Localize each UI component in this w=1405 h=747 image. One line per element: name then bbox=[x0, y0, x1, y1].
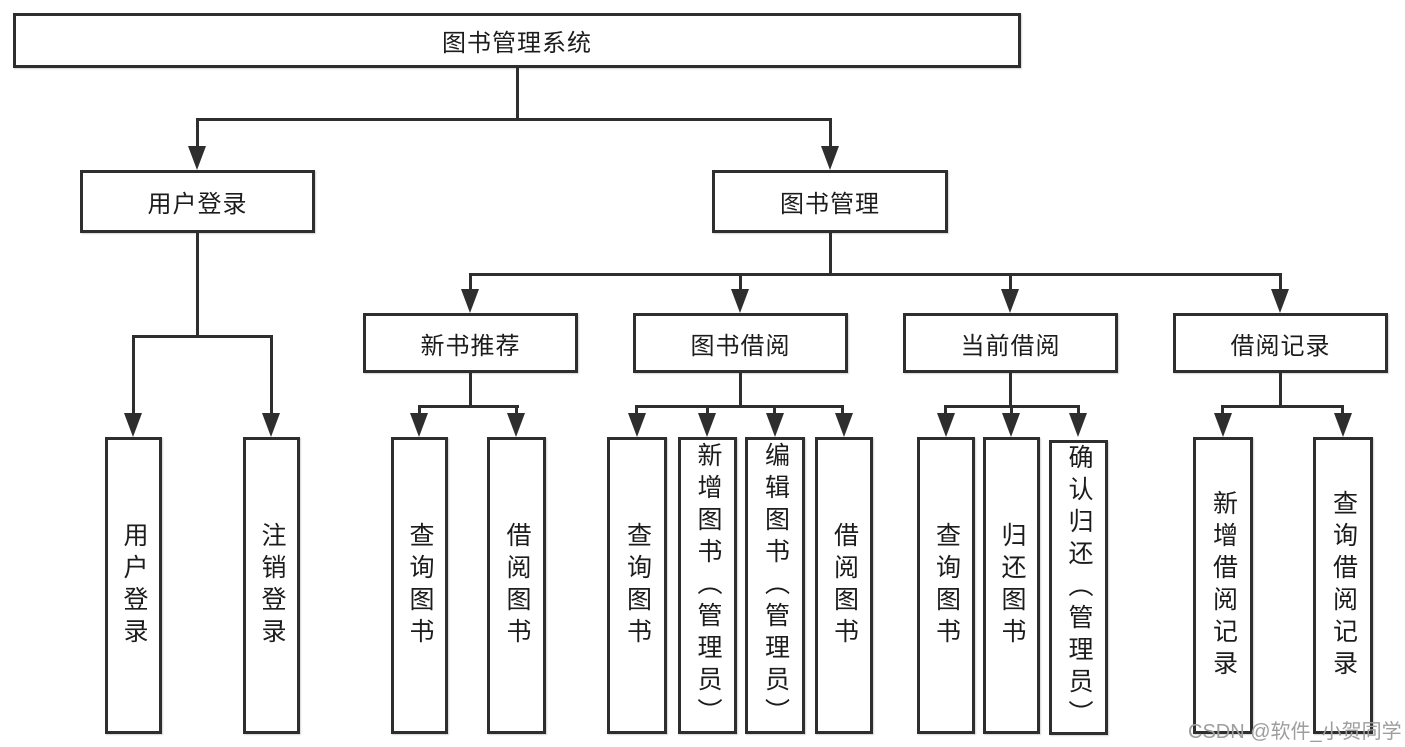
node-current-borrow: 当前借阅 bbox=[903, 313, 1118, 373]
connector-current-down bbox=[1009, 371, 1012, 407]
connector-leaf-logout-stem bbox=[270, 335, 273, 415]
leaf-current-confirm-admin: 确认归还（管理员） bbox=[1049, 440, 1108, 735]
connector-records-rail bbox=[1222, 405, 1343, 408]
connector-records-down bbox=[1279, 371, 1282, 407]
arrow-to-bb-query bbox=[628, 413, 646, 437]
connector-borrow-down bbox=[739, 371, 742, 407]
csdn-watermark: CSDN @软件_小贺同学 bbox=[1188, 721, 1402, 743]
connector-records-stem bbox=[1279, 273, 1282, 293]
connector-bb-query-stem bbox=[635, 405, 638, 417]
arrow-to-nb-query bbox=[410, 413, 428, 437]
arrow-to-br-query bbox=[1334, 413, 1352, 437]
node-book-borrow: 图书借阅 bbox=[633, 313, 848, 373]
connector-bb-edit-stem bbox=[773, 405, 776, 417]
connector-bb-borrow-stem bbox=[841, 405, 844, 417]
connector-newbook-stem bbox=[469, 273, 472, 293]
leaf-newbook-query: 查询图书 bbox=[391, 437, 448, 734]
connector-user-login-down bbox=[196, 231, 199, 335]
node-borrow-records: 借阅记录 bbox=[1173, 313, 1388, 373]
arrow-to-borrow bbox=[731, 289, 749, 313]
connector-book-mgmt-stem bbox=[829, 118, 832, 148]
node-library-system: 图书管理系统 bbox=[13, 13, 1021, 68]
connector-leaf-login-stem bbox=[132, 335, 135, 415]
connector-book-mgmt-down bbox=[829, 231, 832, 275]
connector-user-login-stem bbox=[196, 118, 199, 148]
arrow-to-newbook bbox=[461, 289, 479, 313]
arrow-to-leaf-login bbox=[124, 413, 142, 437]
node-new-book-rec: 新书推荐 bbox=[363, 313, 578, 373]
leaf-borrow-query: 查询图书 bbox=[607, 437, 667, 734]
arrow-to-user-login bbox=[188, 146, 206, 170]
leaf-borrow-edit-admin: 编辑图书（管理员） bbox=[745, 437, 805, 734]
connector-level3-rail bbox=[469, 273, 1282, 276]
arrow-to-cb-confirm bbox=[1069, 413, 1087, 437]
connector-cb-confirm-stem bbox=[1077, 405, 1080, 417]
leaf-logout: 注销登录 bbox=[243, 437, 300, 734]
connector-bb-add-stem bbox=[706, 405, 709, 417]
arrow-to-records bbox=[1271, 289, 1289, 313]
arrow-to-br-add bbox=[1214, 413, 1232, 437]
leaf-records-query: 查询借阅记录 bbox=[1313, 437, 1373, 734]
arrow-to-cb-return bbox=[1002, 413, 1020, 437]
connector-root-stem bbox=[516, 68, 519, 120]
connector-br-query-stem bbox=[1341, 405, 1344, 417]
arrow-to-bb-edit bbox=[766, 413, 784, 437]
arrow-to-bb-borrow bbox=[835, 413, 853, 437]
node-book-mgmt: 图书管理 bbox=[712, 170, 948, 233]
connector-borrow-stem bbox=[739, 273, 742, 293]
connector-br-add-stem bbox=[1221, 405, 1224, 417]
arrow-to-current bbox=[1001, 289, 1019, 313]
connector-borrow-rail bbox=[636, 405, 844, 408]
connector-current-stem bbox=[1009, 273, 1012, 293]
arrow-to-cb-query bbox=[937, 413, 955, 437]
connector-newbook-down bbox=[469, 371, 472, 407]
leaf-records-add: 新增借阅记录 bbox=[1193, 437, 1253, 734]
connector-nb-borrow-stem bbox=[515, 405, 518, 417]
connector-level2-rail bbox=[196, 118, 832, 121]
leaf-current-query: 查询图书 bbox=[917, 437, 975, 734]
connector-newbook-rail bbox=[418, 405, 519, 408]
arrow-to-leaf-logout bbox=[262, 413, 280, 437]
connector-user-login-rail bbox=[132, 335, 273, 338]
arrow-to-book-mgmt bbox=[821, 146, 839, 170]
connector-cb-query-stem bbox=[944, 405, 947, 417]
arrow-to-bb-add bbox=[698, 413, 716, 437]
connector-nb-query-stem bbox=[418, 405, 421, 417]
leaf-borrow-borrow: 借阅图书 bbox=[815, 437, 873, 734]
leaf-user-login: 用户登录 bbox=[105, 437, 162, 734]
leaf-current-return: 归还图书 bbox=[983, 437, 1040, 734]
node-user-login: 用户登录 bbox=[80, 170, 315, 233]
leaf-newbook-borrow: 借阅图书 bbox=[487, 437, 546, 734]
leaf-borrow-add-admin: 新增图书（管理员） bbox=[678, 437, 737, 734]
arrow-to-nb-borrow bbox=[507, 413, 525, 437]
connector-cb-return-stem bbox=[1010, 405, 1013, 417]
